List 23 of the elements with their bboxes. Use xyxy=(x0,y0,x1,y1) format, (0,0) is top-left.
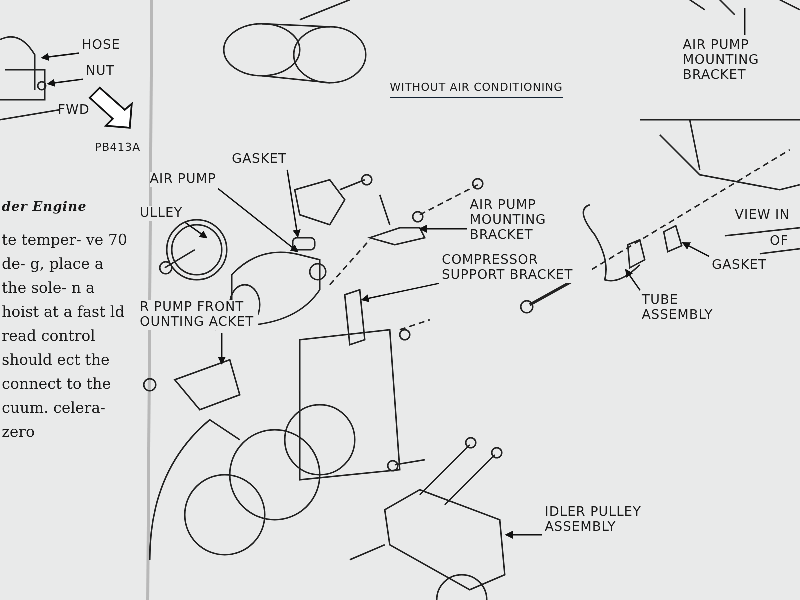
body-text: te temper- ve 70 de- g, place a the sole- n a hoist at a fast ld read control should ect the connect to the cuum. celera- zero xyxy=(2,230,128,443)
leader-line xyxy=(218,188,299,253)
leader-line xyxy=(744,8,746,35)
direction-label: FWD xyxy=(58,103,91,118)
view-caption: OF xyxy=(770,234,790,249)
leader-line xyxy=(218,333,226,365)
leader-line xyxy=(682,242,710,258)
part-label: AIR PUMP xyxy=(150,172,216,187)
leader-line xyxy=(625,269,641,291)
figure-number: PB413A xyxy=(95,140,142,155)
leader-line xyxy=(505,531,542,539)
leader-line xyxy=(41,52,80,62)
section-heading: WITHOUT AIR CONDITIONING xyxy=(390,80,564,98)
leader-line xyxy=(47,78,84,88)
part-label: R PUMP FRONT OUNTING ACKET xyxy=(140,300,258,330)
part-label: ULLEY xyxy=(140,206,183,221)
view-caption: VIEW IN xyxy=(735,208,791,223)
leader-line xyxy=(419,225,467,233)
part-label: COMPRESSOR SUPPORT BRACKET xyxy=(442,253,592,283)
leader-line xyxy=(286,170,301,238)
leader-line xyxy=(185,222,208,239)
leader-line xyxy=(361,282,440,302)
section-heading: der Engine xyxy=(2,200,88,215)
